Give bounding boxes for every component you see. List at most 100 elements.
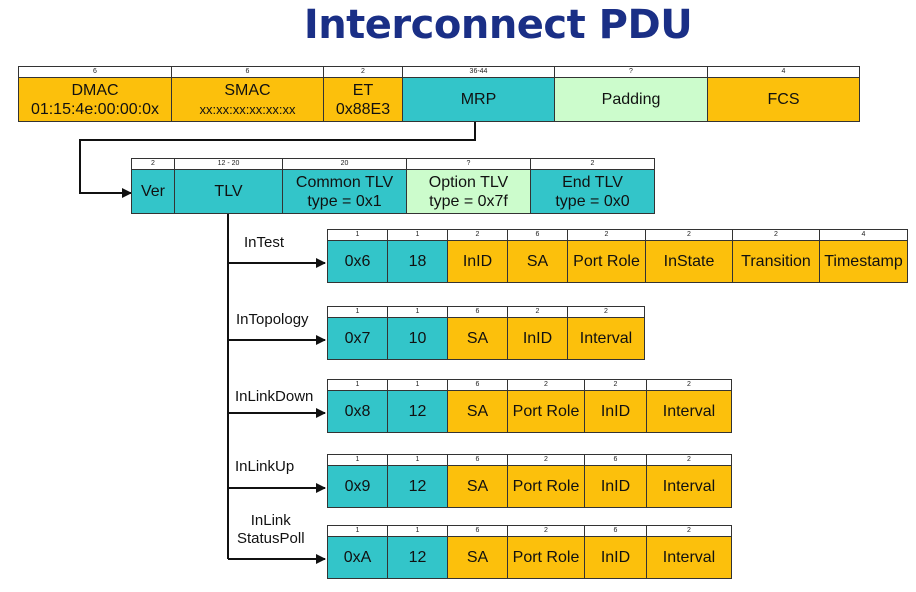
field-name: Common TLV <box>295 173 394 191</box>
field-value: InID <box>600 549 631 566</box>
padding-field: ? Padding <box>554 66 707 122</box>
field-value: InID <box>462 253 493 270</box>
field-size: 1 <box>328 379 387 391</box>
field-value: type = 0x1 <box>307 192 382 210</box>
field-name: TLV <box>214 183 243 200</box>
field-value: type = 0x0 <box>555 192 630 210</box>
field-size: ? <box>407 158 530 170</box>
field-size: 2 <box>568 229 645 241</box>
field-name: Ver <box>140 183 165 200</box>
field-size: 2 <box>508 525 584 537</box>
label-line: StatusPoll <box>237 530 305 547</box>
field-value: 0x9 <box>344 478 371 495</box>
field-value: InState <box>663 253 715 270</box>
mrp-pdu: 2 Ver 12 - 20 TLV 20 Common TLV type = 0… <box>131 158 655 214</box>
field-size: 1 <box>388 454 447 466</box>
field-size: 4 <box>708 66 859 78</box>
field-size: 6 <box>172 66 323 78</box>
field-size: 2 <box>508 306 567 318</box>
field-value: Port Role <box>512 549 580 566</box>
field-value: Interval <box>662 403 716 420</box>
field-value: SA <box>466 549 489 566</box>
field-size: 36-44 <box>403 66 554 78</box>
field-value: Port Role <box>512 403 580 420</box>
field-size: 12 - 20 <box>175 158 282 170</box>
field-name: FCS <box>767 91 800 108</box>
field-name: Padding <box>601 91 661 108</box>
field-value: Interval <box>662 549 716 566</box>
inlinkdown-label: InLinkDown <box>235 388 314 405</box>
field-size: 6 <box>448 525 507 537</box>
mrp-field: 36-44 MRP <box>402 66 554 122</box>
field-size: 6 <box>448 454 507 466</box>
field-value: Interval <box>662 478 716 495</box>
field-size: 2 <box>733 229 819 241</box>
field-name: SMAC <box>224 81 271 99</box>
common-tlv-field: 20 Common TLV type = 0x1 <box>282 158 406 214</box>
field-size: 1 <box>328 525 387 537</box>
field-name: Option TLV <box>428 173 509 191</box>
field-value: SA <box>466 403 489 420</box>
field-name: ET <box>352 81 374 99</box>
field-value: 12 <box>408 478 427 495</box>
field-value: 18 <box>408 253 427 270</box>
field-value: SA <box>526 253 549 270</box>
field-value: 10 <box>408 330 427 347</box>
field-size: 2 <box>324 66 402 78</box>
field-value: 0x6 <box>344 253 371 270</box>
field-value: 12 <box>408 403 427 420</box>
field-value: type = 0x7f <box>429 192 508 210</box>
field-size: 2 <box>508 454 584 466</box>
field-name: DMAC <box>71 81 119 99</box>
field-size: 2 <box>647 379 731 391</box>
field-value: 0x7 <box>344 330 371 347</box>
fcs-field: 4 FCS <box>707 66 860 122</box>
dmac-field: 6 DMAC 01:15:4e:00:00:0x <box>18 66 171 122</box>
field-value: 01:15:4e:00:00:0x <box>30 100 160 118</box>
field-value: 0xA <box>343 549 372 566</box>
field-value: xx:xx:xx:xx:xx:xx <box>199 101 296 117</box>
field-value: Transition <box>741 253 811 270</box>
field-value: 0x88E3 <box>335 100 391 118</box>
field-size: 20 <box>283 158 406 170</box>
tlv-cell: 1 0xA <box>327 525 387 579</box>
end-tlv-field: 2 End TLV type = 0x0 <box>530 158 655 214</box>
field-size: 2 <box>132 158 174 170</box>
field-size: 2 <box>531 158 654 170</box>
field-size: 2 <box>585 379 646 391</box>
field-size: 2 <box>647 454 731 466</box>
field-size: 6 <box>448 306 507 318</box>
tlv-cell: 1 12 <box>387 454 447 508</box>
page-title: Interconnect PDU <box>303 2 693 48</box>
field-value: InID <box>600 403 631 420</box>
et-field: 2 ET 0x88E3 <box>323 66 402 122</box>
field-size: 2 <box>448 229 507 241</box>
field-value: SA <box>466 330 489 347</box>
field-size: 6 <box>508 229 567 241</box>
tlv-field: 12 - 20 TLV <box>174 158 282 214</box>
